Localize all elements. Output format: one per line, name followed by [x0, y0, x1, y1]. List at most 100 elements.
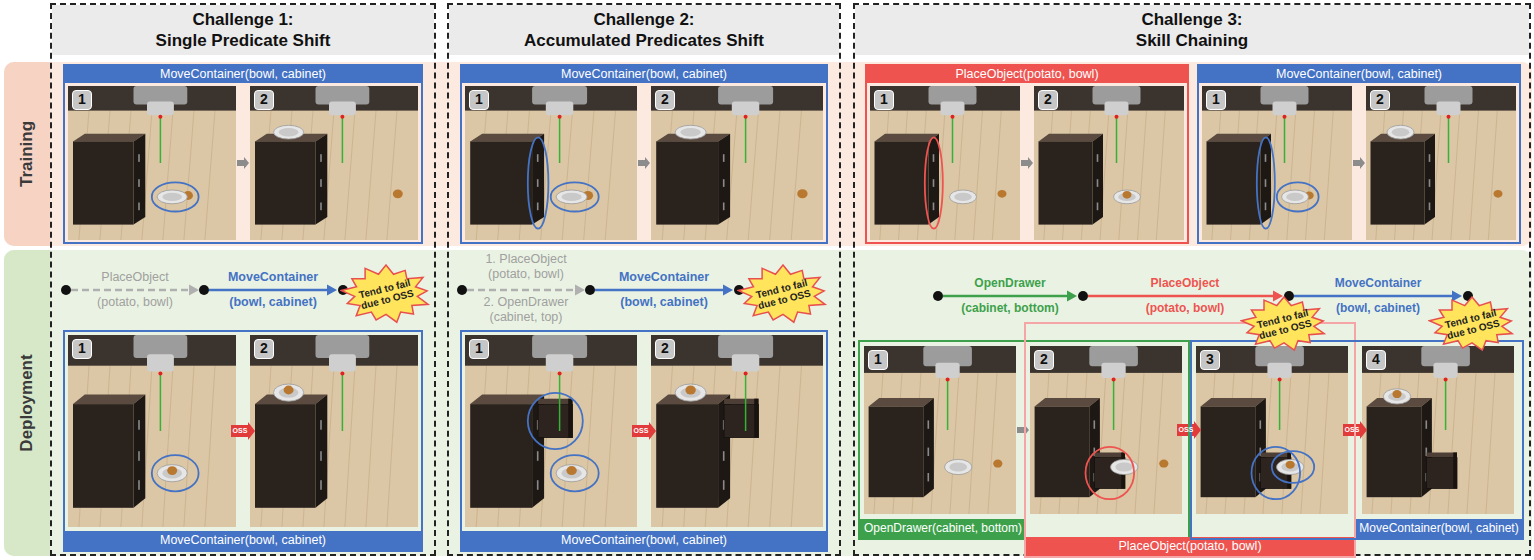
cabinet-front: [73, 404, 134, 508]
drawer-top: [1095, 453, 1125, 458]
drawer-handle: [320, 203, 322, 211]
skill-arrow-label: PlaceObject: [101, 270, 168, 284]
oss-arrow: [632, 422, 656, 440]
callout-number: 2: [655, 90, 675, 110]
potato: [998, 190, 1007, 198]
skill-arrow: [943, 295, 1069, 298]
drawer-handle: [928, 448, 930, 456]
cabinet-top: [1039, 134, 1104, 142]
skill-arrow: [467, 289, 577, 292]
callout-number: 2: [254, 339, 274, 359]
callout-number: 1: [874, 90, 894, 110]
failure-starburst: Tend to fail due to OSS: [340, 264, 432, 324]
drawer-handle: [1265, 179, 1267, 187]
floor-plank: [770, 366, 780, 527]
skill-label-bar: OpenDrawer(cabinet, bottom): [860, 519, 1026, 538]
cabinet-top: [470, 395, 544, 405]
floor-plank: [969, 373, 978, 514]
floor-plank: [1324, 111, 1333, 240]
skill-label-bar: MoveContainer(bowl, cabinet): [462, 531, 826, 550]
robot-tip: [946, 378, 950, 382]
cabinet-side: [929, 134, 940, 225]
bowl-inside: [562, 193, 582, 201]
skill-label-bar: MoveContainer(bowl, cabinet): [65, 66, 421, 83]
bowl: [556, 465, 587, 482]
skill-arrow-label: 2. OpenDrawer: [484, 295, 569, 309]
floor-plank: [387, 366, 397, 527]
drawer-handle: [537, 480, 539, 490]
cabinet-side: [532, 134, 544, 225]
drawer-handle: [723, 203, 725, 211]
open-drawer: [724, 404, 758, 437]
robot-axis: [559, 117, 561, 163]
drawer-handle: [138, 179, 140, 187]
cabinet-top: [869, 398, 934, 406]
floor-plank: [366, 366, 376, 527]
floor: [1034, 86, 1184, 240]
drawer-handle: [537, 154, 539, 162]
robot-gripper: [329, 101, 356, 115]
cabinet-side: [316, 134, 328, 225]
floor: [465, 86, 637, 240]
drawer-handle: [320, 179, 322, 187]
arrowhead: [575, 285, 585, 296]
bowl-inside: [681, 128, 701, 136]
floor: [250, 335, 418, 527]
bowl-inside: [1392, 128, 1410, 136]
state-dot: [933, 291, 943, 301]
floor-plank: [584, 111, 594, 240]
open-drawer: [538, 404, 572, 437]
state-dot: [61, 285, 71, 295]
drawer-handle: [933, 203, 935, 211]
oss-tag: OSS: [233, 427, 248, 435]
skill-arrow: [71, 289, 191, 292]
robot-axis: [947, 380, 949, 430]
potato: [1159, 460, 1168, 468]
floor-plank: [1116, 373, 1125, 514]
callout-number: 4: [1366, 350, 1386, 370]
step-arrow: [638, 157, 650, 169]
robot-axis: [559, 373, 561, 431]
band-title: Deployment: [17, 354, 37, 451]
potato: [1392, 390, 1401, 398]
floor-plank: [1135, 373, 1144, 514]
cabinet-side: [923, 398, 934, 497]
floor: [1362, 346, 1514, 514]
drawer-handle: [1097, 203, 1099, 211]
floor-plank: [1320, 373, 1329, 514]
bowl: [1114, 190, 1141, 204]
floor: [68, 86, 236, 240]
cabinet-front: [1035, 407, 1090, 498]
floor-plank: [366, 111, 376, 240]
skill-frame: MoveContainer(bowl, cabinet): [63, 64, 423, 244]
skill-arrow: [1088, 295, 1275, 298]
robot-gripper: [1437, 101, 1461, 115]
skill-label-bar: MoveContainer(bowl, cabinet): [65, 531, 421, 550]
cabinet-front: [1367, 407, 1422, 498]
floor-plank: [1486, 373, 1495, 514]
arrowhead: [723, 285, 733, 296]
floor-plank: [163, 366, 173, 527]
robot-tip: [744, 371, 748, 375]
potato: [284, 386, 294, 395]
robot-gripper: [546, 354, 574, 371]
arrowhead: [327, 285, 337, 296]
floor-plank: [1301, 373, 1310, 514]
highlight-circle: [1252, 447, 1301, 499]
bowl-inside: [162, 193, 182, 201]
robot-gripper: [546, 101, 574, 115]
floor-plank: [791, 366, 801, 527]
potato: [167, 466, 177, 475]
floor-plank: [1282, 373, 1291, 514]
panel-header: Challenge 2:Accumulated Predicates Shift: [449, 5, 839, 55]
floor-plank: [562, 111, 572, 240]
robot-tip: [340, 115, 344, 119]
callout-number: 1: [469, 339, 489, 359]
bowl: [157, 190, 187, 204]
cabinet-front: [656, 141, 718, 224]
bowl: [556, 190, 587, 204]
floor-plank: [163, 111, 173, 240]
skill-arrow-label: (potato, bowl): [488, 267, 564, 281]
challenge-title: Challenge 2:: [593, 9, 694, 30]
